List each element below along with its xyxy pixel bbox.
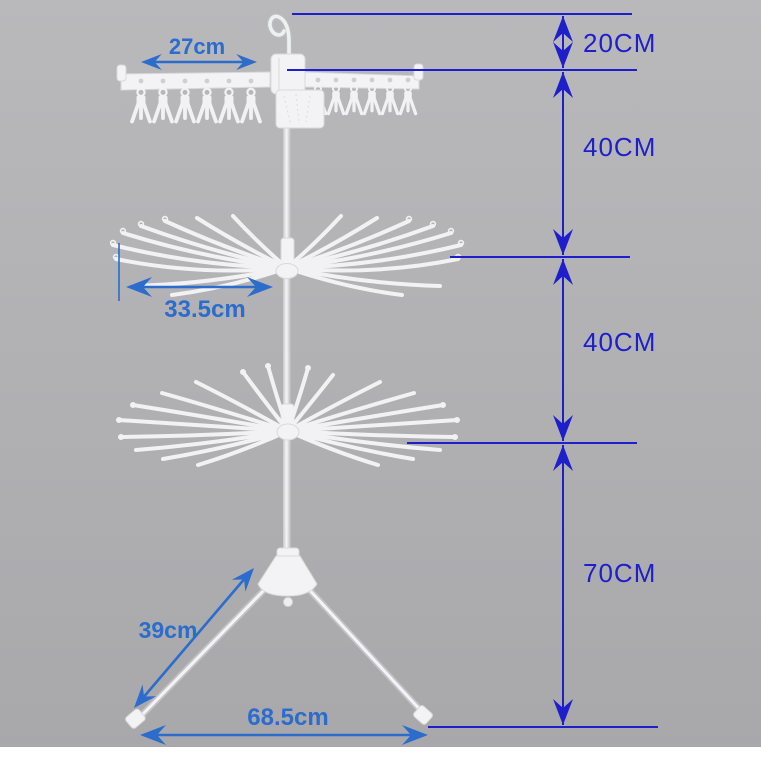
lower-tier-arms [117,364,459,467]
hanger-hook [267,13,292,65]
dim-label-27cm: 27cm [169,34,225,59]
left-foot [125,708,146,729]
segment-70cm: 70CM [553,445,656,725]
segment-20cm: 20CM [553,16,656,68]
segment-40cm-lower: 40CM [553,259,656,441]
mesh-bag [275,89,325,129]
dim-label-20cm: 20CM [583,28,656,58]
dim-label-70cm: 70CM [583,558,656,588]
bottom-white-band [0,747,761,761]
dim-label-33-5cm: 33.5cm [164,296,245,323]
dim-base-width: 68.5cm [140,704,428,745]
top-clip-hanger [116,53,424,129]
dim-leg-length: 39cm [127,562,261,714]
dim-label-40cm-lower: 40CM [583,327,656,357]
right-foot [413,705,433,725]
dim-tier-span: 33.5cm [118,243,273,323]
dim-label-68-5cm: 68.5cm [247,704,328,731]
dim-hanger-width: 27cm [141,34,257,70]
dim-label-40cm-upper: 40CM [583,132,656,162]
segment-40cm-upper: 40CM [553,72,656,255]
height-dimension-chain: 20CM 40CM 40CM 70CM [287,13,658,728]
tripod-base [125,547,433,729]
lower-arm-tier [116,362,460,467]
tripod-hub [257,555,318,597]
dim-label-39cm: 39cm [139,617,198,643]
hanger-holes [138,77,411,84]
middle-arm-tier [109,214,465,297]
center-pole [283,54,291,558]
hub-knob [283,597,293,607]
lower-tier-arm-hooks [116,362,460,440]
middle-tier-arms [111,214,463,297]
hanger-center-bracket [270,53,306,95]
drying-rack-illustration [109,13,465,729]
